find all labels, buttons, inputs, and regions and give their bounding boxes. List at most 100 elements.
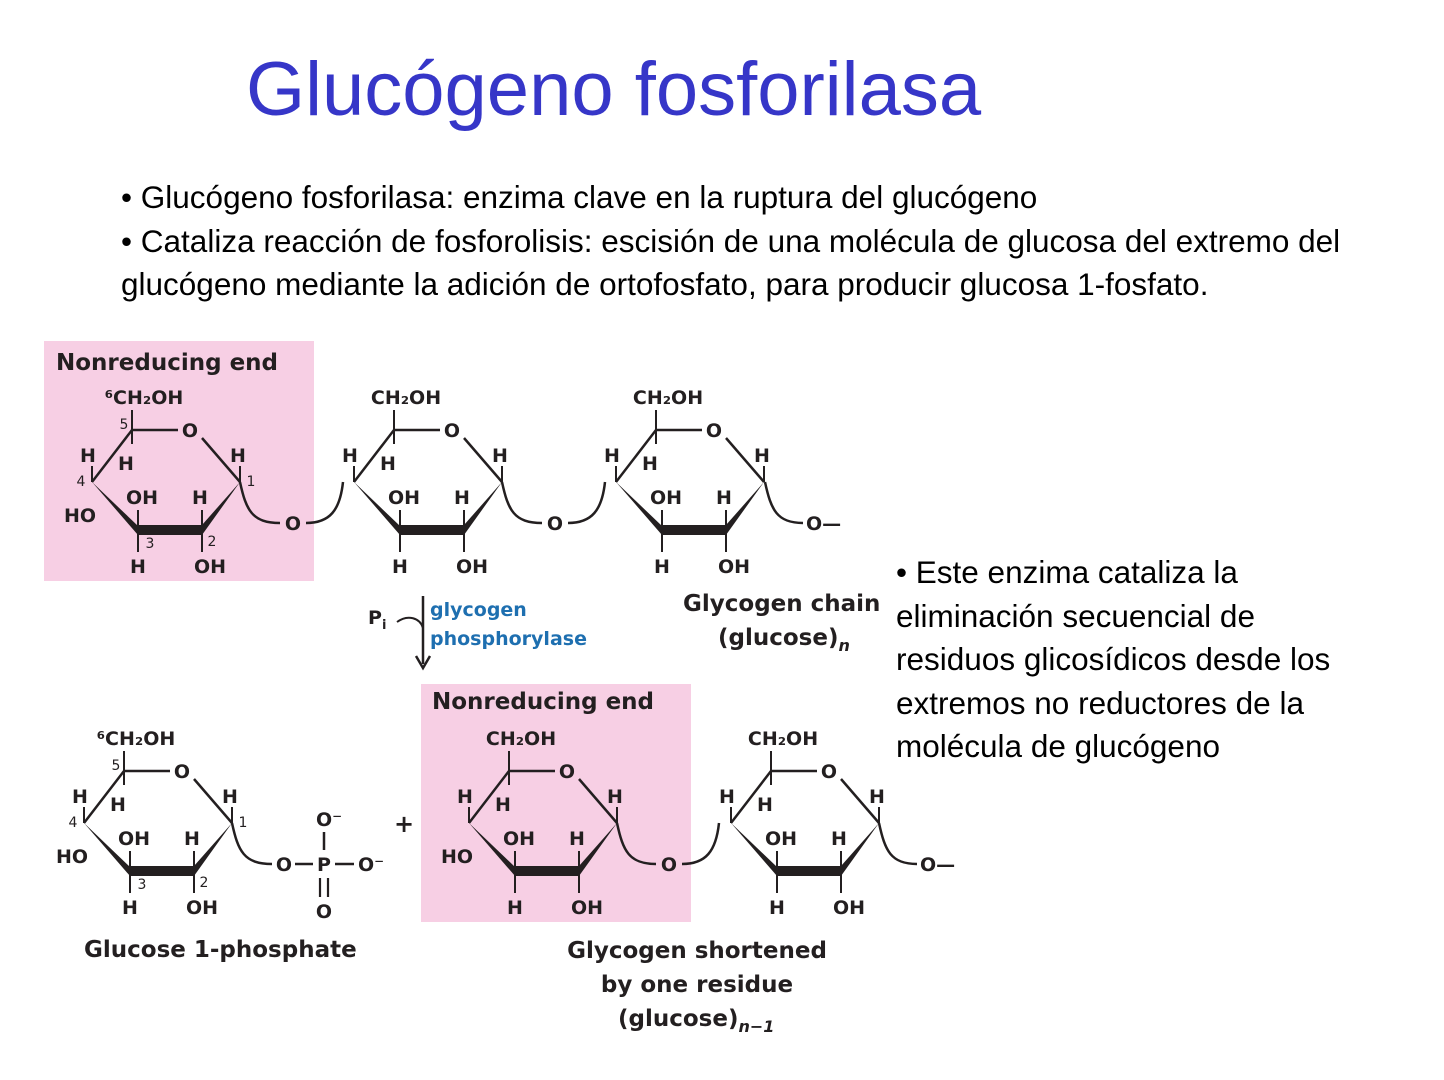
ring-bond [201, 437, 241, 483]
hydrogen-atom: H [192, 487, 208, 509]
carbon-number: 4 [69, 815, 78, 831]
hydroxyl-group: OH [126, 487, 158, 509]
ring-front-edge [662, 525, 726, 535]
ch2oh-group: ⁶CH₂OH [105, 387, 184, 409]
ring-front-edge [841, 823, 879, 876]
ch2oh-group: ⁶CH₂OH [97, 728, 176, 750]
bridge-oxygen: O [547, 513, 563, 535]
hydrogen-atom: H [642, 453, 658, 475]
ring-bond [578, 778, 618, 824]
hydroxyl-group: OH [503, 828, 535, 850]
ring-front-edge [515, 866, 579, 876]
ring-front-edge [92, 482, 138, 535]
hydrogen-atom: H [110, 794, 126, 816]
ring-bond [91, 429, 133, 483]
hydroxyl-group: OH [718, 556, 750, 578]
carbon-number: 5 [112, 758, 121, 774]
ring-bond [463, 437, 503, 483]
ring-front-edge [84, 823, 130, 876]
hydroxyl-group: OH [186, 897, 218, 919]
nonreducing-highlight-bottom [421, 684, 691, 922]
hydroxyl-group: HO [56, 846, 88, 868]
glycosidic-bond [681, 822, 721, 866]
plus-sign: + [394, 810, 414, 838]
glucose-n-minus-1-label: (glucose)n−1 [618, 1006, 774, 1036]
nonreducing-end-label: Nonreducing end [432, 689, 654, 715]
hydrogen-atom: H [495, 794, 511, 816]
hydrogen-atom: H [118, 453, 134, 475]
pi-label: Pi [368, 607, 386, 633]
side-text-line: molécula de glucógeno [896, 728, 1220, 764]
glycosidic-bond [877, 822, 918, 866]
ch2oh-group: CH₂OH [371, 387, 441, 409]
bridge-oxygen: O [661, 854, 677, 876]
ring-bond [468, 770, 510, 824]
side-text: • Este enzima cataliza la eliminación se… [896, 551, 1416, 769]
hydrogen-atom: H [654, 556, 670, 578]
hydroxyl-group: OH [388, 487, 420, 509]
hydrogen-atom: H [569, 828, 585, 850]
ring-oxygen: O [182, 420, 198, 442]
glucose-n-label: (glucose)n [718, 625, 850, 655]
hydrogen-atom: H [457, 786, 473, 808]
hydrogen-atom: H [80, 445, 96, 467]
phosphate-oxygen: O [276, 854, 292, 876]
enzyme-label: glycogen [430, 599, 527, 621]
hydrogen-atom: H [392, 556, 408, 578]
hydrogen-atom: H [754, 445, 770, 467]
hydrogen-atom: H [831, 828, 847, 850]
phosphate-link [230, 822, 273, 866]
pi-curve [396, 616, 424, 629]
ring-oxygen: O [706, 420, 722, 442]
glycosidic-bond [238, 481, 281, 525]
ring-front-edge [354, 482, 400, 535]
hydrogen-atom: H [72, 786, 88, 808]
hydrogen-atom: H [716, 487, 732, 509]
glycosidic-bond [305, 481, 345, 525]
chain-continuation: O— [920, 854, 955, 876]
carbon-number: 5 [120, 417, 129, 433]
hydrogen-atom: H [184, 828, 200, 850]
glycosidic-bond [567, 481, 607, 525]
hydrogen-atom: H [122, 897, 138, 919]
ring-oxygen: O [559, 761, 575, 783]
ring-oxygen: O [821, 761, 837, 783]
ring-oxygen: O [174, 761, 190, 783]
ring-front-edge [579, 823, 617, 876]
glycosidic-bond [500, 481, 543, 525]
ring-front-edge [130, 866, 194, 876]
carbon-number: 1 [247, 474, 256, 490]
ring-front-edge [726, 482, 764, 535]
ring-front-edge [469, 823, 515, 876]
ring-bond [193, 778, 233, 824]
hydroxyl-group: OH [571, 897, 603, 919]
hydrogen-atom: H [507, 897, 523, 919]
glycogen-chain-label: Glycogen chain [683, 591, 880, 617]
nonreducing-end-label: Nonreducing end [56, 350, 278, 376]
hydroxyl-group: OH [765, 828, 797, 850]
ring-bond [840, 778, 880, 824]
ring-bond [83, 770, 125, 824]
ring-front-edge [138, 525, 202, 535]
carbon-number: 3 [138, 877, 147, 893]
ring-front-edge [616, 482, 662, 535]
hydrogen-atom: H [342, 445, 358, 467]
hydrogen-atom: H [380, 453, 396, 475]
hydrogen-atom: H [454, 487, 470, 509]
ch2oh-group: CH₂OH [633, 387, 703, 409]
ch2oh-group: CH₂OH [486, 728, 556, 750]
ring-bond [615, 429, 657, 483]
hydrogen-atom: H [719, 786, 735, 808]
ring-front-edge [777, 866, 841, 876]
hydroxyl-group: OH [194, 556, 226, 578]
hydroxyl-group: HO [64, 505, 96, 527]
carbon-number: 2 [208, 534, 217, 550]
ring-bond [730, 770, 772, 824]
slide-title: Glucógeno fosforilasa [246, 47, 982, 132]
phosphate-oxygen-minus: O⁻ [316, 809, 342, 831]
hydrogen-atom: H [769, 897, 785, 919]
carbon-number: 3 [146, 536, 155, 552]
side-text-line: eliminación secuencial de [896, 597, 1255, 634]
chain-continuation: O— [806, 513, 841, 535]
hydroxyl-group: OH [118, 828, 150, 850]
